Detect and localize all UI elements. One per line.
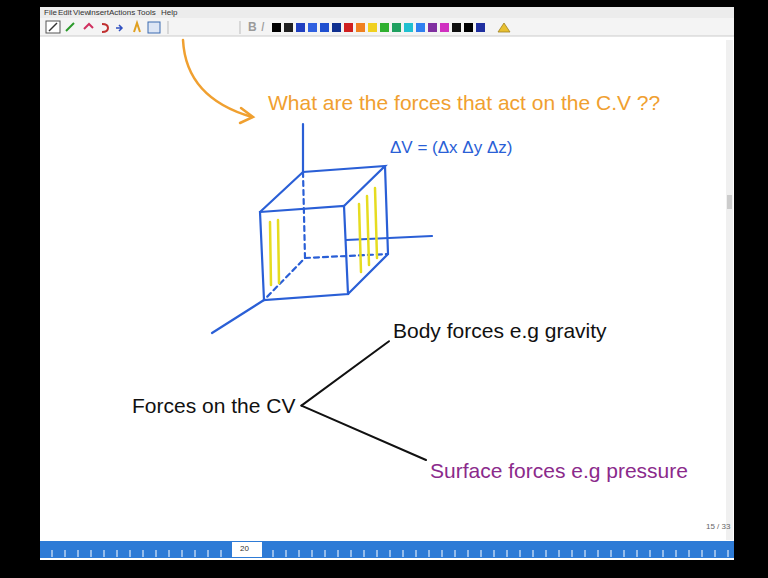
scroll-thumb: [727, 195, 732, 209]
question-note: What are the forces that act on the C.V …: [268, 90, 708, 115]
bold-button: B: [248, 20, 257, 34]
branch-text: Body forces e.g gravity: [393, 318, 607, 343]
menu-item: Actions: [109, 8, 135, 18]
tool-bar: [40, 18, 734, 36]
tool-icons: [46, 21, 240, 34]
branch-item: Body forces e.g gravity: [389, 316, 611, 345]
menu-item: View: [73, 8, 90, 18]
branch-line: [301, 406, 426, 460]
menu-item: File: [44, 8, 57, 18]
branch-line: [301, 341, 389, 405]
branch-item: Surface forces e.g pressure: [426, 456, 692, 485]
orange-arrow: [183, 40, 253, 123]
color-palette: [272, 23, 510, 32]
menu-item: Tools: [137, 8, 156, 18]
branch-item: Forces on the CV: [128, 391, 299, 420]
branch-text: Forces on the CV: [132, 393, 295, 418]
scrollbar: [726, 40, 733, 540]
bar-ticks: [52, 550, 728, 557]
menu-item: Edit: [58, 8, 72, 18]
italic-button: I: [261, 20, 264, 34]
menu-bar: [40, 7, 734, 18]
page-number: 15 / 33: [706, 522, 730, 532]
volume-formula: ΔV = (Δx Δy Δz): [390, 138, 512, 158]
whiteboard: [40, 7, 734, 560]
bar-number: 20: [240, 544, 249, 554]
menu-item: Help: [161, 8, 177, 18]
menu-item: Insert: [89, 8, 109, 18]
bottom-bar: [40, 541, 734, 558]
branch-text: Surface forces e.g pressure: [430, 458, 688, 483]
toolbar-edge: [40, 36, 734, 37]
shaded-faces: [270, 188, 377, 285]
